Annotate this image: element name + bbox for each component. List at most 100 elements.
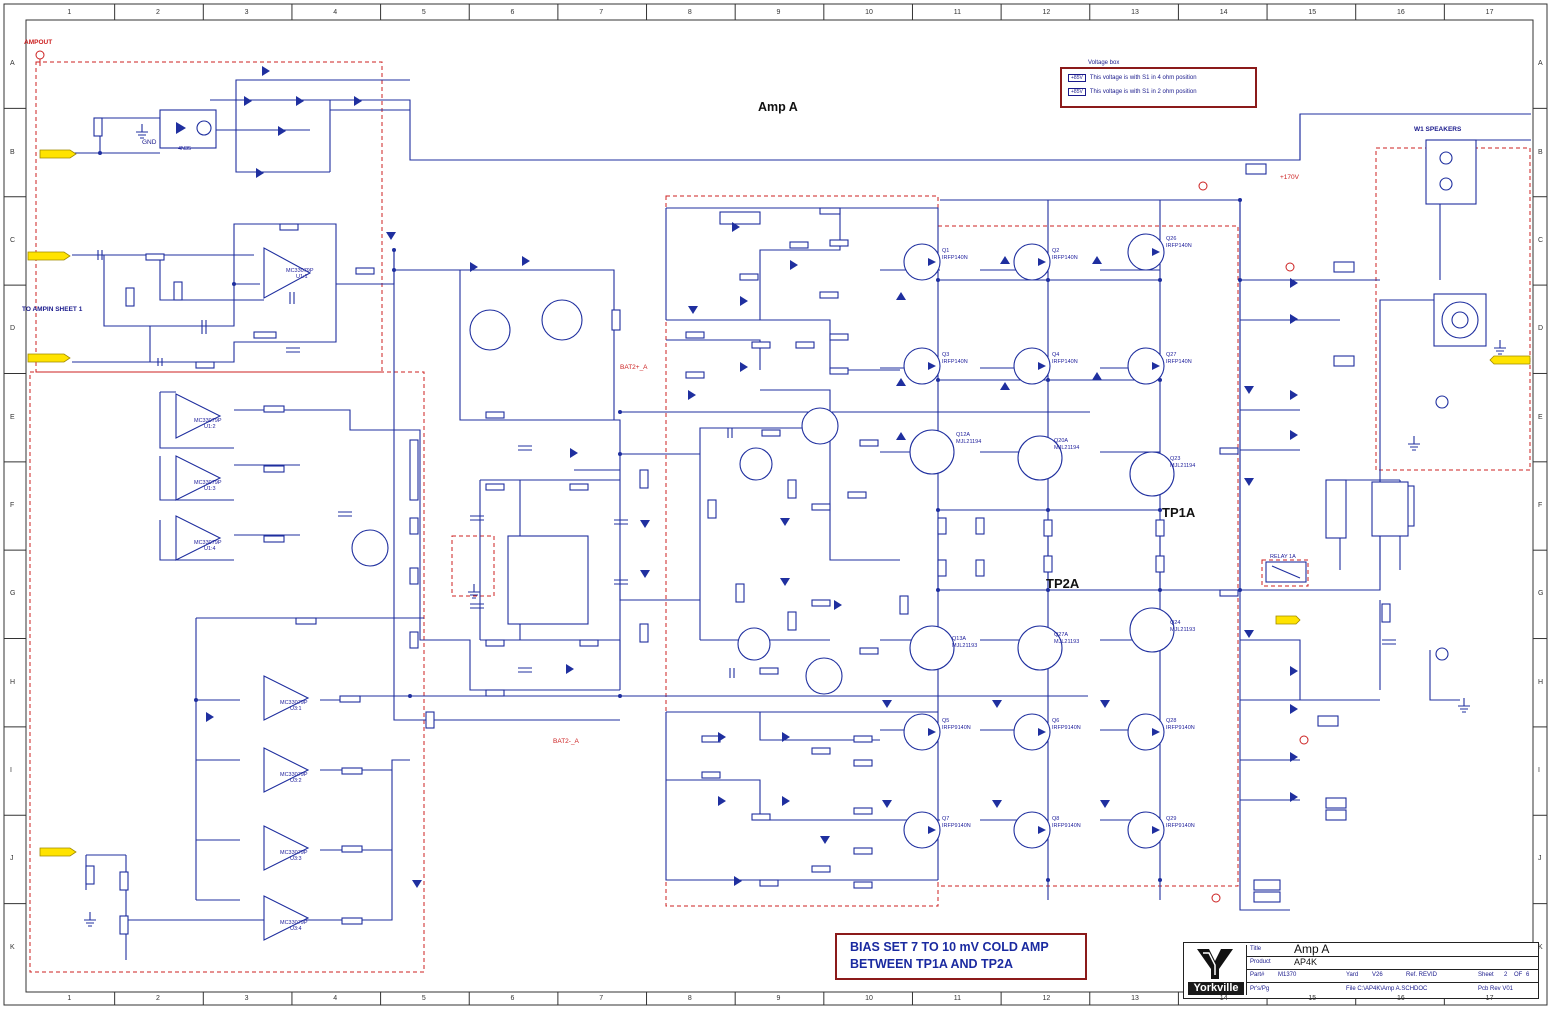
grid-row-J-right: J (1538, 855, 1542, 863)
part-row-cell: Part# (1250, 972, 1265, 978)
power-flags (35, 50, 1309, 903)
part-row-cell: Yard (1346, 972, 1359, 978)
fet-part-label: IRFP140N (942, 359, 968, 365)
resistor-symbols (85, 117, 1415, 935)
file-row-cell: Pr's/Pg (1250, 986, 1270, 992)
grid-column-3-top: 3 (244, 9, 249, 16)
grid-column-4-top: 4 (333, 9, 338, 16)
grid-row-D-left: D (10, 325, 16, 333)
grid-column-3-bottom: 3 (244, 995, 249, 1002)
grid-column-12-top: 12 (1042, 9, 1051, 16)
fet-label: Q27 (1166, 352, 1176, 358)
sheet-border (3, 3, 1548, 1006)
yorkville-logo: Yorkville (1186, 945, 1247, 995)
opamp-u1-3 (175, 455, 222, 501)
bias-note-line2: BETWEEN TP1A AND TP2A (850, 957, 1013, 971)
opamp-part-label: MC33079P (194, 480, 222, 486)
drawing-frame (25, 19, 1534, 993)
grid-column-5-top: 5 (421, 9, 426, 16)
gnd-label: GND (142, 139, 157, 146)
grid-row-J-left: J (10, 855, 14, 863)
driver-label: Q20A (1054, 438, 1068, 444)
grid-column-16-top: 16 (1397, 9, 1405, 16)
vcc-label: +170V (1280, 174, 1299, 181)
product-row: Product AP4K (1246, 956, 1538, 970)
wires (72, 79, 1531, 960)
fet-part-label: IRFP140N (942, 255, 968, 261)
bjt-symbols (351, 299, 1175, 695)
file-row-cell: Pcb Rev V01 (1478, 986, 1514, 992)
part-row-cell: 6 (1526, 972, 1530, 978)
capacitor-symbols (97, 250, 1396, 678)
product-value: AP4K (1294, 957, 1318, 967)
opamp-u3-4 (263, 895, 310, 941)
grid-row-C-left: C (10, 236, 16, 244)
grid-row-G-left: G (10, 590, 16, 598)
product-caption: Product (1250, 959, 1271, 965)
grid-row-B-right: B (1538, 148, 1543, 156)
opamp-part-label: MC33079P (194, 540, 222, 546)
opamp-label: U1:3 (204, 486, 216, 492)
relay-label: RELAY 1A (1270, 554, 1296, 560)
grid-column-7-bottom: 7 (599, 995, 604, 1002)
fet-label: Q4 (1052, 352, 1059, 358)
coupler-label: 4N35 (178, 146, 191, 152)
grid-column-11-bottom: 11 (953, 995, 962, 1002)
part-row-cell: Ref. REVID (1406, 972, 1438, 978)
title-row: Title Amp A (1246, 942, 1538, 957)
grid-ticks (4, 4, 1547, 1005)
part-row-cell: M1370 (1278, 972, 1297, 978)
grid-column-10-top: 10 (865, 9, 873, 16)
file-row-cell: File C:\AP4K\Amp A.SCHDOC (1346, 986, 1428, 992)
opamp-u1-1 (263, 247, 312, 299)
opamp-u3-3 (263, 825, 310, 871)
opamp-u1-4 (175, 515, 222, 561)
ground-symbols (84, 124, 1506, 927)
fet-label: Q28 (1166, 718, 1176, 724)
grid-column-5-bottom: 5 (421, 995, 426, 1002)
fet-label: Q26 (1166, 236, 1176, 242)
file-row: Pr's/Pg File C:\AP4K\Amp A.SCHDOC Pcb Rev … (1246, 982, 1538, 997)
relay (1265, 561, 1307, 583)
fet-part-label: IRFP9140N (1052, 725, 1081, 731)
grid-row-K-right: K (1538, 943, 1543, 951)
opamp-u3-1 (263, 675, 310, 721)
grid-column-6-bottom: 6 (510, 995, 515, 1002)
grid-column-15-top: 15 (1308, 9, 1317, 16)
title-caption: Title (1250, 946, 1262, 952)
voltage-box-title: Voltage box (1086, 60, 1122, 66)
title-block: Yorkville Title Amp A Product AP4K Part#… (1183, 942, 1539, 999)
u3-u1-power-block (507, 535, 589, 625)
grid-column-14-bottom: 14 (1219, 995, 1228, 1002)
opamp-label: U1:1 (296, 274, 308, 280)
tp2-label: TP2A (1046, 576, 1080, 591)
opamp-u1-2 (175, 393, 222, 439)
speakers-label: W1 SPEAKERS (1414, 126, 1462, 133)
opamp-label: U3:2 (290, 778, 302, 784)
grid-column-16-bottom: 16 (1397, 995, 1405, 1002)
driver-part-label: MJL21194 (1170, 463, 1195, 469)
fet-part-label: IRFP140N (1166, 359, 1192, 365)
opamp-u3-2 (263, 747, 310, 793)
opamp-label: U1:4 (204, 546, 216, 552)
driver-label: Q13A (952, 636, 966, 642)
grid-column-13-top: 13 (1131, 9, 1139, 16)
grid-column-1-top: 1 (67, 9, 72, 16)
driver-part-label: MJL21194 (956, 439, 981, 445)
driver-part-label: MJL21194 (1054, 445, 1079, 451)
fet-label: Q7 (942, 816, 949, 822)
tp1-label: TP1A (1162, 505, 1196, 520)
opamp-part-label: MC33079P (280, 850, 308, 856)
grid-column-8-top: 8 (687, 9, 692, 16)
title-value: Amp A (1294, 942, 1330, 956)
grid-row-H-right: H (1538, 678, 1544, 686)
grid-row-F-left: F (10, 502, 15, 509)
grid-column-17-bottom: 17 (1485, 995, 1494, 1002)
grid-column-4-bottom: 4 (333, 995, 338, 1002)
opamp-label: U3:4 (290, 926, 302, 932)
grid-row-I-left: I (10, 767, 12, 775)
opamp-label: U1:2 (204, 424, 216, 430)
fet-part-label: IRFP9140N (1166, 725, 1195, 731)
